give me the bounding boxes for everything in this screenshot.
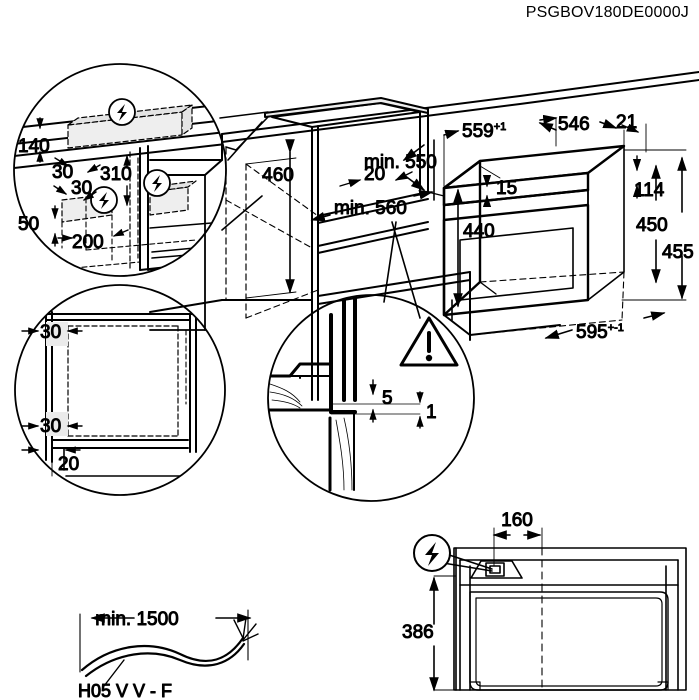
- dim-460: [245, 139, 297, 299]
- lightning-bolt-icon-3: [90, 186, 118, 214]
- detail-center-content: [268, 295, 421, 492]
- dim-label-386: 386: [402, 622, 434, 643]
- dim-label-450: 450: [636, 215, 668, 236]
- leader-center-2: [391, 221, 421, 319]
- dim-label-30-ml-bottom: 30: [40, 416, 61, 437]
- dim-label-200: 200: [72, 232, 104, 253]
- lightning-bolt-icon-2: [143, 169, 171, 197]
- dim-559: [443, 114, 558, 187]
- dim-20-ml: [21, 443, 81, 477]
- dim-label-min-1500: min. 1500: [95, 609, 178, 630]
- lightning-bolt-icon-1: [108, 98, 136, 126]
- dim-label-30-ml-top: 30: [40, 322, 61, 343]
- dim-386: [429, 575, 457, 692]
- dim-label-20-ml: 20: [58, 454, 79, 475]
- dim-595: [544, 311, 666, 339]
- dim-546: [538, 119, 625, 147]
- warning-triangle-icon: [399, 316, 459, 367]
- oven-rear-view: [436, 547, 687, 691]
- dim-label-15: 15: [496, 178, 517, 199]
- power-cable-diagram: [79, 609, 259, 687]
- dim-label-1: 1: [426, 402, 437, 423]
- dim-30-upper: [54, 157, 101, 173]
- dim-label-20-main: 20: [364, 164, 385, 185]
- leader-center-1: [383, 221, 397, 303]
- dim-20-main: [339, 171, 413, 188]
- dim-label-21: 21: [616, 112, 637, 133]
- dim-label-160: 160: [501, 510, 533, 531]
- dim-455: [621, 149, 687, 301]
- document-code: PSGBOV180DE0000J: [525, 4, 689, 21]
- leader-tl-2: [221, 195, 263, 231]
- dim-label-559: 559+1: [462, 121, 506, 142]
- dim-label-595: 595+-1: [576, 322, 624, 343]
- dim-label-114: 114: [634, 180, 665, 201]
- dim-min-560: [310, 190, 434, 222]
- dim-label-5: 5: [382, 388, 393, 409]
- dim-label-30-upper: 30: [52, 162, 73, 183]
- lightning-bolt-icon-4: [413, 534, 451, 572]
- detail-circle-top-left: [13, 63, 227, 277]
- cable-type-label: H05 V V - F: [78, 681, 172, 700]
- leader-tl-1: [219, 111, 269, 119]
- dim-200: [57, 228, 129, 242]
- dim-30-lower: [53, 185, 97, 201]
- dim-label-50: 50: [18, 214, 39, 235]
- dim-label-455: 455: [662, 242, 694, 263]
- dim-15: [479, 165, 501, 208]
- oven-body-isometric: [427, 139, 626, 336]
- detail-middle-left-content: [45, 309, 197, 477]
- dim-label-min-560: min. 560: [334, 198, 407, 219]
- dim-label-30-lower: 30: [71, 178, 92, 199]
- dim-label-440: 440: [463, 221, 495, 242]
- detail-circle-middle-left: [14, 284, 226, 496]
- dim-21: [621, 123, 647, 153]
- dim-label-310: 310: [100, 164, 132, 185]
- dim-160: [492, 527, 543, 567]
- dim-label-546: 546: [558, 114, 590, 135]
- dim-label-min-550: min. 550: [364, 152, 437, 173]
- dim-label-460: 460: [262, 165, 294, 186]
- detail-circle-center: [267, 294, 475, 502]
- dim-label-140: 140: [18, 136, 50, 157]
